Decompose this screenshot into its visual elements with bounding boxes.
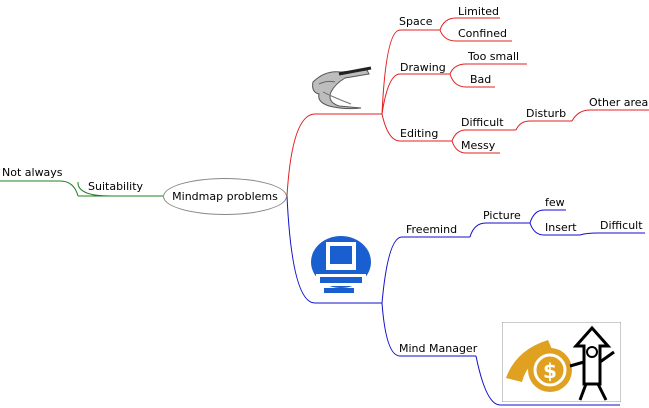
node-bad[interactable]: Bad [470, 73, 492, 86]
line-too-small [449, 63, 527, 75]
node-too-small[interactable]: Too small [468, 50, 520, 63]
line-insert [529, 222, 580, 236]
root-node[interactable]: Mindmap problems [163, 178, 287, 215]
line-drawing [381, 73, 450, 115]
node-confined[interactable]: Confined [458, 27, 508, 40]
node-space[interactable]: Space [399, 15, 433, 28]
line-other-area [571, 109, 649, 122]
line-messy [451, 140, 500, 154]
line-to-software-branch [286, 195, 382, 304]
root-label: Mindmap problems [172, 190, 278, 203]
line-mind-manager [381, 302, 476, 357]
node-difficult[interactable]: Difficult [461, 116, 504, 129]
node-editing[interactable]: Editing [400, 127, 439, 140]
node-few[interactable]: few [545, 196, 565, 209]
line-editing [381, 113, 452, 142]
line-few [529, 209, 566, 224]
line-disturb [515, 120, 572, 131]
node-drawing[interactable]: Drawing [400, 61, 446, 74]
line-space [381, 29, 440, 115]
node-insert[interactable]: Insert [545, 221, 577, 234]
computer-icon [311, 236, 371, 293]
money-arrow-icon: $ [502, 322, 621, 402]
node-freemind[interactable]: Freemind [406, 223, 458, 236]
node-not-always[interactable]: Not always [2, 166, 63, 179]
svg-text:$: $ [543, 359, 557, 383]
node-picture[interactable]: Picture [483, 209, 521, 222]
node-limited[interactable]: Limited [458, 5, 500, 18]
line-insert-difficult [579, 232, 645, 236]
node-disturb[interactable]: Disturb [526, 107, 567, 120]
line-bad [449, 73, 495, 88]
line-picture [469, 222, 530, 238]
line-not-always [0, 180, 79, 197]
line-mind-manager-ext [475, 355, 620, 406]
node-messy[interactable]: Messy [461, 139, 496, 152]
line-limited [439, 17, 500, 31]
node-insert-difficult[interactable]: Difficult [600, 219, 643, 232]
line-freemind [381, 236, 470, 304]
node-other-area[interactable]: Other area [589, 96, 649, 109]
node-suitability[interactable]: Suitability [88, 180, 144, 193]
line-to-drawing-branch [286, 113, 382, 197]
node-mind-manager[interactable]: Mind Manager [399, 342, 478, 355]
drawing-hand-icon [312, 66, 372, 110]
line-difficult [451, 129, 516, 142]
line-confined [439, 29, 512, 42]
